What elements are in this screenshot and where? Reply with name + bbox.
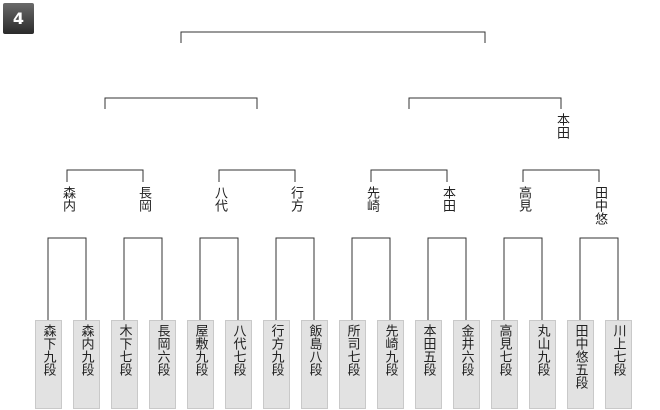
player-box: 長岡六段 — [148, 320, 176, 409]
round2-connector — [66, 169, 144, 182]
semifinal-connector — [104, 97, 258, 109]
round1-connector — [199, 237, 239, 320]
round1-connector — [123, 237, 163, 320]
player-name: 八代七段 — [230, 324, 246, 376]
player-box: 八代七段 — [224, 320, 252, 409]
player-name: 長岡六段 — [154, 324, 170, 376]
round1-connector — [427, 237, 467, 320]
player-name: 所司七段 — [344, 324, 360, 376]
round1-winner-label: 先崎 — [364, 186, 379, 212]
block-number-badge: 4 — [3, 3, 34, 34]
final-connector — [180, 31, 486, 43]
player-box: 川上七段 — [604, 320, 632, 409]
player-name: 屋敷九段 — [192, 324, 208, 376]
round1-connector — [47, 237, 87, 320]
player-box: 森下九段 — [34, 320, 62, 409]
player-name: 木下七段 — [116, 324, 132, 376]
player-name: 飯島八段 — [306, 324, 322, 376]
player-box: 所司七段 — [338, 320, 366, 409]
player-name: 森下九段 — [40, 324, 56, 376]
player-box: 屋敷九段 — [186, 320, 214, 409]
player-box: 高見七段 — [490, 320, 518, 409]
player-box: 行方九段 — [262, 320, 290, 409]
player-name: 先崎九段 — [382, 324, 398, 376]
round2-winner-label: 本田 — [554, 113, 569, 139]
round1-winner-label: 長岡 — [136, 186, 151, 212]
round1-connector — [351, 237, 391, 320]
player-box: 木下七段 — [110, 320, 138, 409]
round1-winner-label: 行方 — [288, 186, 303, 212]
player-name: 川上七段 — [610, 324, 626, 376]
round1-connector — [503, 237, 543, 320]
player-box: 飯島八段 — [300, 320, 328, 409]
player-box: 森内九段 — [72, 320, 100, 409]
round1-winner-label: 本田 — [440, 186, 455, 212]
round1-winner-label: 田中悠 — [592, 186, 607, 225]
round2-connector — [218, 169, 296, 182]
player-box: 田中悠五段 — [566, 320, 594, 409]
player-name: 本田五段 — [420, 324, 436, 376]
player-name: 丸山九段 — [534, 324, 550, 376]
round2-connector — [522, 169, 600, 182]
round1-winner-label: 八代 — [212, 186, 227, 212]
player-name: 高見七段 — [496, 324, 512, 376]
round2-connector — [370, 169, 448, 182]
player-name: 田中悠五段 — [572, 324, 588, 389]
round1-connector — [579, 237, 619, 320]
semifinal-connector — [408, 97, 562, 109]
player-box: 丸山九段 — [528, 320, 556, 409]
player-name: 行方九段 — [268, 324, 284, 376]
player-name: 森内九段 — [78, 324, 94, 376]
round1-winner-label: 森内 — [60, 186, 75, 212]
round1-winner-label: 高見 — [516, 186, 531, 212]
player-box: 金井六段 — [452, 320, 480, 409]
round1-connector — [275, 237, 315, 320]
player-box: 先崎九段 — [376, 320, 404, 409]
player-box: 本田五段 — [414, 320, 442, 409]
player-name: 金井六段 — [458, 324, 474, 376]
